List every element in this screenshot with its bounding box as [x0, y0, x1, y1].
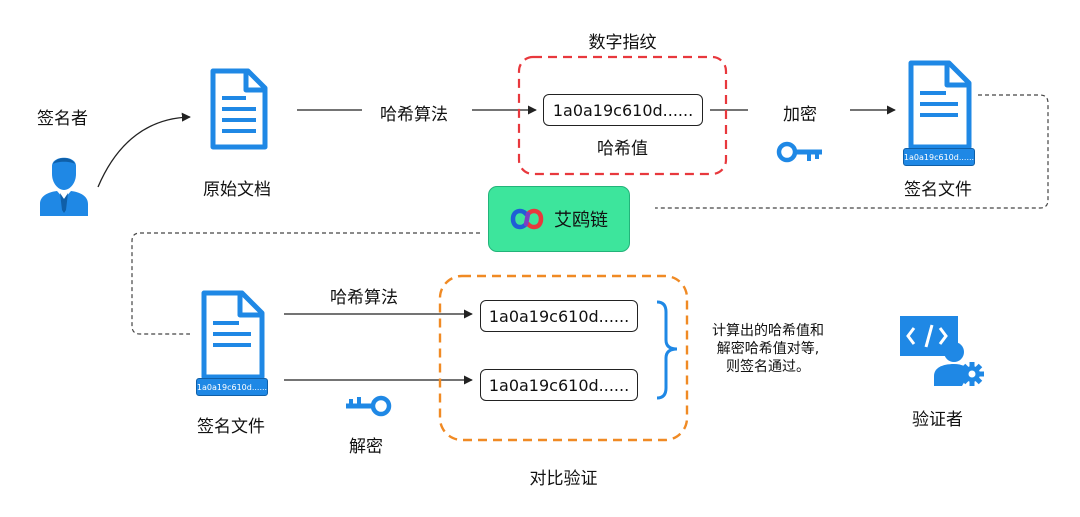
signed-file-bottom: 1a0a19c610d...... [196, 290, 268, 396]
signed-file-top-document-icon [908, 60, 972, 150]
chain-logo-icon [510, 208, 544, 230]
signed-file-to-chain-dashed [655, 94, 1049, 209]
chain-to-signed-file-dashed [131, 232, 480, 335]
verifier-developer-gear-icon [900, 316, 984, 386]
decrypt-label: 解密 [349, 437, 383, 457]
chain-label: 艾鸥链 [554, 210, 608, 231]
conclusion-line-2: 解密哈希值对等, [716, 341, 820, 357]
hash-algorithm-label: 哈希算法 [380, 105, 448, 125]
digital-fingerprint-title: 数字指纹 [588, 33, 657, 53]
signed-file-bottom-document-icon [201, 290, 265, 380]
hash-algorithm-bottom-label: 哈希算法 [330, 288, 398, 308]
compare-brace [656, 300, 678, 400]
signed-file-top-label: 签名文件 [904, 180, 972, 200]
signed-file-top: 1a0a19c610d...... [903, 60, 975, 166]
signer-to-document-arrow [97, 112, 191, 188]
decrypted-hash-box: 1a0a19c610d...... [480, 369, 638, 401]
decrypt-key-icon [346, 395, 392, 417]
conclusion-line-1: 计算出的哈希值和 [712, 323, 824, 339]
encrypt-key-icon [776, 141, 822, 163]
signed-file-top-badge: 1a0a19c610d...... [903, 148, 975, 166]
fingerprint-group-border [517, 55, 728, 176]
verification-conclusion: 计算出的哈希值和 解密哈希值对等, 则签名通过。 [712, 322, 824, 376]
chain-box: 艾鸥链 [488, 186, 630, 252]
encrypt-label: 加密 [783, 105, 817, 125]
fingerprint-hash-box: 1a0a19c610d...... [543, 94, 703, 126]
computed-hash-box: 1a0a19c610d...... [480, 300, 638, 332]
signer-label: 签名者 [37, 109, 88, 129]
original-document-label: 原始文档 [203, 180, 271, 200]
original-document-icon [210, 68, 268, 150]
person-icon [40, 157, 88, 216]
conclusion-line-3: 则签名通过。 [726, 359, 810, 375]
signed-file-bottom-label: 签名文件 [197, 417, 265, 437]
verifier-label: 验证者 [912, 410, 963, 430]
hash-value-caption: 哈希值 [597, 139, 648, 159]
compare-verify-title: 对比验证 [529, 469, 598, 489]
signed-file-bottom-badge: 1a0a19c610d...... [196, 378, 268, 396]
